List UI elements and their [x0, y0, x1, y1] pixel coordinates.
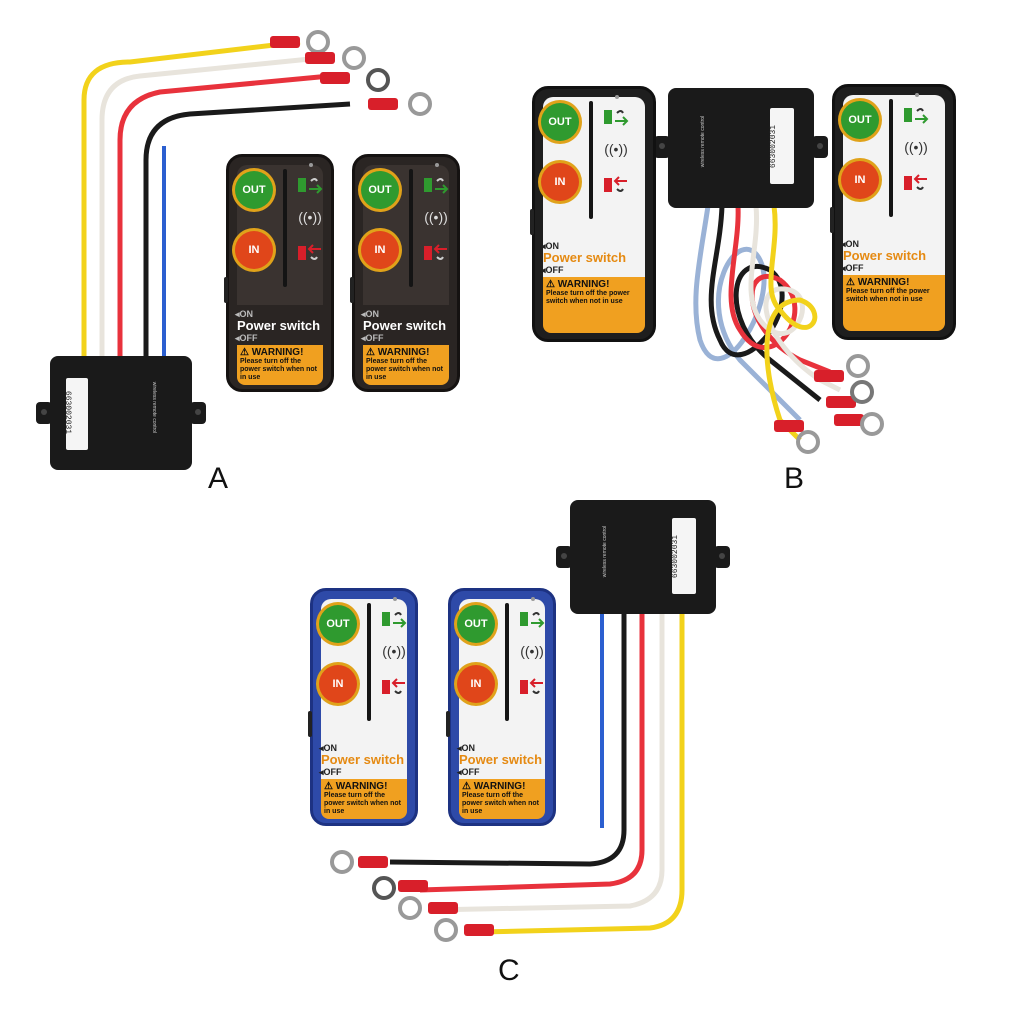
in-button[interactable]: IN	[235, 231, 273, 269]
warning-panel: ⚠ WARNING! Please turn off the power swi…	[843, 275, 945, 331]
on-label: ◂ON	[319, 743, 338, 753]
warning-title: ⚠ WARNING!	[324, 781, 388, 792]
remote-a1[interactable]: OUT IN ((•)) ◂ON Power switch ◂OFF ⚠ WAR…	[224, 154, 334, 392]
signal-icon: ((•))	[298, 209, 322, 225]
warning-title: ⚠ WARNING!	[462, 781, 526, 792]
winch-out-icon	[298, 178, 323, 194]
terminal-a4	[368, 92, 432, 116]
warning-text: Please turn off the power switch when no…	[324, 792, 402, 815]
terminal-b1	[814, 354, 870, 382]
warning-panel: ⚠ WARNING! Please turn off the power swi…	[237, 345, 323, 385]
power-switch-label: Power switch	[237, 318, 321, 333]
warning-text: Please turn off the power switch when no…	[546, 290, 630, 305]
on-label: ◂ON	[361, 309, 380, 319]
warning-title: ⚠ WARNING!	[846, 277, 910, 288]
out-button[interactable]: OUT	[541, 103, 579, 141]
remote-b1[interactable]: OUT IN ((•)) ◂ON Power switch ◂OFF ⚠ WAR…	[530, 86, 656, 342]
on-label: ◂ON	[841, 239, 860, 249]
warning-text: Please turn off the power switch when no…	[846, 288, 930, 303]
winch-in-icon	[382, 678, 405, 694]
winch-in-icon	[904, 174, 927, 190]
receiver-box-c: 663002031 wireless remote control	[556, 500, 730, 614]
warning-panel: ⚠ WARNING! Please turn off the power swi…	[543, 277, 645, 333]
group-label-a: A	[208, 462, 229, 495]
warning-panel: ⚠ WARNING! Please turn off the power swi…	[459, 779, 545, 819]
winch-in-icon	[604, 176, 627, 192]
in-button[interactable]: IN	[319, 665, 357, 703]
warning-title: ⚠ WARNING!	[366, 347, 430, 358]
winch-in-icon	[520, 678, 543, 694]
warning-panel: ⚠ WARNING! Please turn off the power swi…	[321, 779, 407, 819]
terminal-a3	[320, 68, 390, 92]
power-switch-label: Power switch	[363, 318, 447, 333]
off-label: ◂OFF	[457, 767, 480, 777]
terminal-c3	[398, 896, 458, 920]
remote-c2[interactable]: OUT IN ((•)) ◂ON Power switch ◂OFF ⚠ WAR…	[446, 588, 556, 826]
warning-text: Please turn off the power switch when no…	[366, 358, 444, 381]
winch-in-icon	[298, 244, 321, 260]
out-button[interactable]: OUT	[319, 605, 357, 643]
group-label-c: C	[498, 954, 520, 987]
power-switch-label: Power switch	[543, 250, 627, 265]
warning-title: ⚠ WARNING!	[546, 279, 610, 290]
winch-out-icon	[604, 110, 629, 126]
off-label: ◂OFF	[841, 263, 864, 273]
warning-text: Please turn off the power switch when no…	[462, 792, 540, 815]
on-label: ◂ON	[457, 743, 476, 753]
winch-out-icon	[904, 108, 929, 124]
remote-c1[interactable]: OUT IN ((•)) ◂ON Power switch ◂OFF ⚠ WAR…	[308, 588, 418, 826]
power-switch-label: Power switch	[321, 752, 405, 767]
terminal-b3	[834, 412, 884, 436]
on-label: ◂ON	[541, 241, 560, 251]
terminal-c1	[330, 850, 388, 874]
group-label-b: B	[784, 462, 805, 495]
signal-icon: ((•))	[382, 643, 406, 659]
warning-title: ⚠ WARNING!	[240, 347, 304, 358]
off-label: ◂OFF	[235, 333, 258, 343]
winch-out-icon	[520, 612, 545, 628]
warning-panel: ⚠ WARNING! Please turn off the power swi…	[363, 345, 449, 385]
in-button[interactable]: IN	[841, 161, 879, 199]
receiver-box-b: 663002031 wireless remote control	[654, 88, 828, 208]
receiver-serial: 663002031	[671, 534, 681, 579]
out-button[interactable]: OUT	[841, 101, 879, 139]
receiver-box-a: 663002031 wireless remote control	[36, 356, 206, 470]
terminal-c4	[434, 918, 494, 942]
remote-b2[interactable]: OUT IN ((•)) ◂ON Power switch ◂OFF ⚠ WAR…	[830, 84, 956, 340]
power-switch-label: Power switch	[843, 248, 927, 263]
signal-icon: ((•))	[520, 643, 544, 659]
terminal-b2	[826, 380, 874, 408]
power-switch-label: Power switch	[459, 752, 543, 767]
winch-in-icon	[424, 244, 447, 260]
signal-icon: ((•))	[904, 139, 928, 155]
in-button[interactable]: IN	[361, 231, 399, 269]
in-button[interactable]: IN	[541, 163, 579, 201]
warning-text: Please turn off the power switch when no…	[240, 358, 318, 381]
off-label: ◂OFF	[541, 265, 564, 275]
signal-icon: ((•))	[604, 141, 628, 157]
signal-icon: ((•))	[424, 209, 448, 225]
out-button[interactable]: OUT	[235, 171, 273, 209]
receiver-title: wireless remote control	[602, 525, 609, 578]
terminal-c2	[372, 876, 428, 900]
terminal-b4	[774, 420, 820, 454]
remote-a2[interactable]: OUT IN ((•)) ◂ON Power switch ◂OFF ⚠ WAR…	[350, 154, 460, 392]
winch-out-icon	[382, 612, 407, 628]
on-label: ◂ON	[235, 309, 254, 319]
off-label: ◂OFF	[361, 333, 384, 343]
off-label: ◂OFF	[319, 767, 342, 777]
winch-out-icon	[424, 178, 449, 194]
out-button[interactable]: OUT	[361, 171, 399, 209]
out-button[interactable]: OUT	[457, 605, 495, 643]
terminal-a2	[305, 46, 366, 70]
in-button[interactable]: IN	[457, 665, 495, 703]
